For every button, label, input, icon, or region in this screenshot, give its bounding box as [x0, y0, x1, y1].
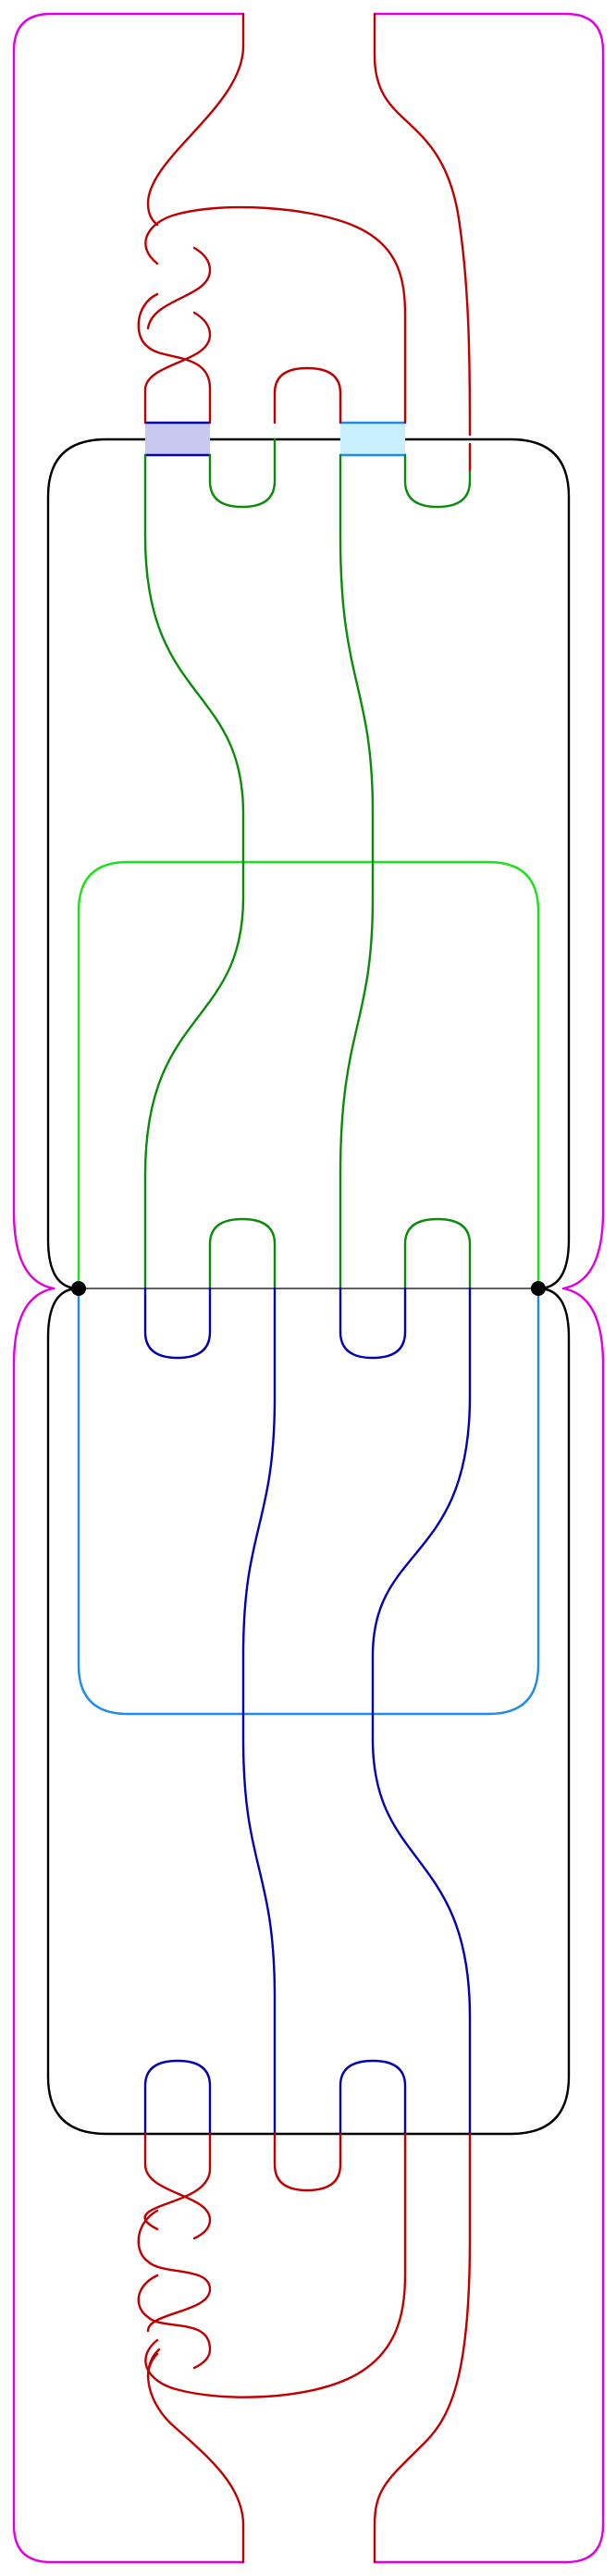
lower-blue-box — [77, 1287, 540, 1716]
upper-green-box — [77, 860, 540, 1290]
red-strand-bottom — [137, 2132, 472, 2564]
band-right — [340, 423, 405, 455]
outer-magenta-loop — [12, 12, 605, 2564]
highlight-bands — [143, 421, 407, 457]
marked-point-left — [71, 1281, 86, 1296]
band-left — [145, 423, 210, 455]
marked-point-right — [531, 1281, 546, 1296]
green-strand-middle-upper — [143, 438, 472, 1290]
blue-strand-middle-lower — [143, 1287, 472, 2136]
red-strand-top — [137, 12, 472, 474]
inner-black-loop — [46, 438, 571, 2136]
